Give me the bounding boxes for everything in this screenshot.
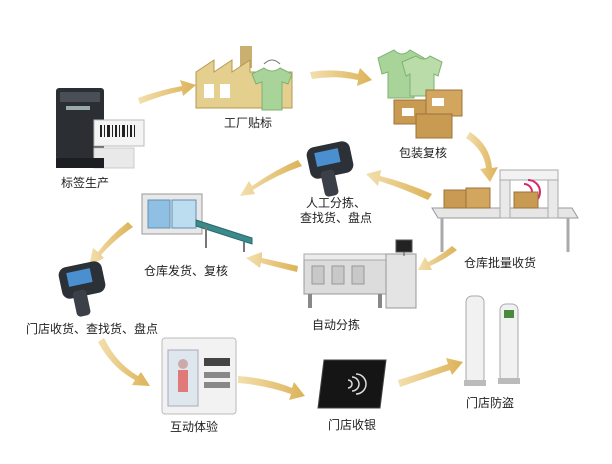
step-label-auto-sorting: 自动分拣 [312, 318, 361, 332]
nfc-pay-reader-icon [317, 359, 387, 409]
arrow-5 [418, 246, 457, 270]
arrow-1 [138, 80, 196, 104]
arrow-11 [398, 358, 463, 387]
step-label-warehouse-receiving: 仓库批量收货 [464, 256, 537, 270]
step-label-cashier: 门店收银 [328, 418, 377, 432]
step-label-anti-theft: 门店防盗 [466, 396, 515, 410]
arrow-4 [366, 170, 432, 200]
handheld-reader-icon [306, 141, 354, 197]
arrow-8 [89, 222, 133, 266]
sorting-machine-icon [303, 239, 417, 309]
arrow-3 [466, 132, 498, 182]
step-label-production: 标签生产 [61, 176, 110, 190]
step-label-packing: 包装复核 [399, 146, 448, 160]
arrow-10 [238, 376, 305, 400]
packing-boxes-icon [377, 49, 463, 139]
step-label-manual-sorting: 人工分拣、 查找货、盘点 [288, 196, 384, 226]
step-label-manual-sorting-line1: 人工分拣、 [305, 196, 366, 210]
label-printer-icon [56, 88, 145, 169]
step-label-factory: 工厂贴标 [224, 116, 273, 130]
step-label-store-receiving: 门店收货、查找货、盘点 [26, 322, 159, 336]
step-label-manual-sorting-line2: 查找货、盘点 [299, 211, 372, 225]
arrow-7 [246, 252, 298, 272]
arrow-6 [240, 160, 302, 196]
interactive-kiosk-icon [161, 337, 237, 415]
warehouse-conveyor-icon [141, 193, 253, 252]
arrow-2 [310, 68, 372, 86]
step-label-warehouse-shipping: 仓库发货、复核 [144, 264, 229, 278]
factory-garment-icon [195, 46, 293, 111]
arrow-9 [98, 338, 150, 386]
step-label-interactive: 互动体验 [170, 420, 219, 434]
handheld-reader-icon [58, 261, 106, 317]
security-gate-icon [464, 295, 520, 386]
conveyor-tunnel-icon [431, 169, 579, 252]
